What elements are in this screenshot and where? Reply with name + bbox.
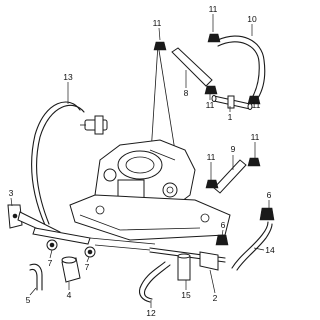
callout-6-a: 6 [267, 190, 272, 200]
leader-lines [10, 14, 270, 308]
callout-10: 10 [247, 14, 257, 24]
clip-11-e [205, 179, 219, 189]
hose-8 [171, 47, 213, 87]
callout-11-a: 11 [153, 18, 162, 28]
callout-15: 15 [181, 290, 191, 300]
manifold-plate [69, 194, 231, 241]
bracket-3 [7, 204, 91, 245]
callout-7-a: 7 [48, 258, 53, 268]
hose-4 [61, 256, 81, 283]
hose-10 [217, 35, 266, 99]
parts-diagram: 11 11 10 8 11 1 11 13 9 11 11 6 3 6 14 7… [7, 4, 275, 318]
callout-11-c: 11 [206, 100, 215, 110]
linkage-rods [89, 237, 156, 251]
clip-11-c [204, 85, 218, 95]
callout-6-b: 6 [221, 220, 226, 230]
clip-7-b [84, 246, 96, 258]
hose-15 [177, 253, 191, 281]
callout-3: 3 [9, 188, 14, 198]
callout-labels: 11 11 10 8 11 1 11 13 9 11 11 6 3 6 14 7… [9, 4, 275, 318]
hose-9 [213, 159, 247, 194]
clip-7-a [46, 239, 58, 251]
callout-13: 13 [63, 72, 73, 82]
clip-6-b [215, 234, 229, 246]
hose-13 [31, 101, 85, 226]
clip-11-d [247, 95, 261, 105]
callout-9: 9 [231, 144, 236, 154]
fitting-part [80, 115, 108, 135]
hose-12 [138, 261, 171, 303]
hose-14 [231, 221, 273, 271]
callout-4: 4 [67, 290, 72, 300]
callout-2: 2 [213, 293, 218, 303]
callout-11-b: 11 [209, 4, 218, 14]
clip-11-b [207, 33, 221, 43]
callout-7-b: 7 [85, 262, 90, 272]
exploded-view: 11 11 10 8 11 1 11 13 9 11 11 6 3 6 14 7… [7, 4, 275, 318]
callout-14: 14 [265, 245, 275, 255]
clip-6-a [259, 207, 275, 221]
callout-12: 12 [146, 308, 156, 318]
callout-11-f: 11 [251, 132, 260, 142]
callout-11-d: 11 [252, 100, 261, 110]
pipe-1 [211, 95, 253, 110]
clip-11-f [247, 157, 261, 167]
callout-5: 5 [26, 295, 31, 305]
callout-1: 1 [228, 112, 233, 122]
callout-8: 8 [184, 88, 189, 98]
clip-11-a [153, 41, 167, 51]
hose-5 [29, 263, 43, 291]
callout-11-e: 11 [207, 152, 216, 162]
